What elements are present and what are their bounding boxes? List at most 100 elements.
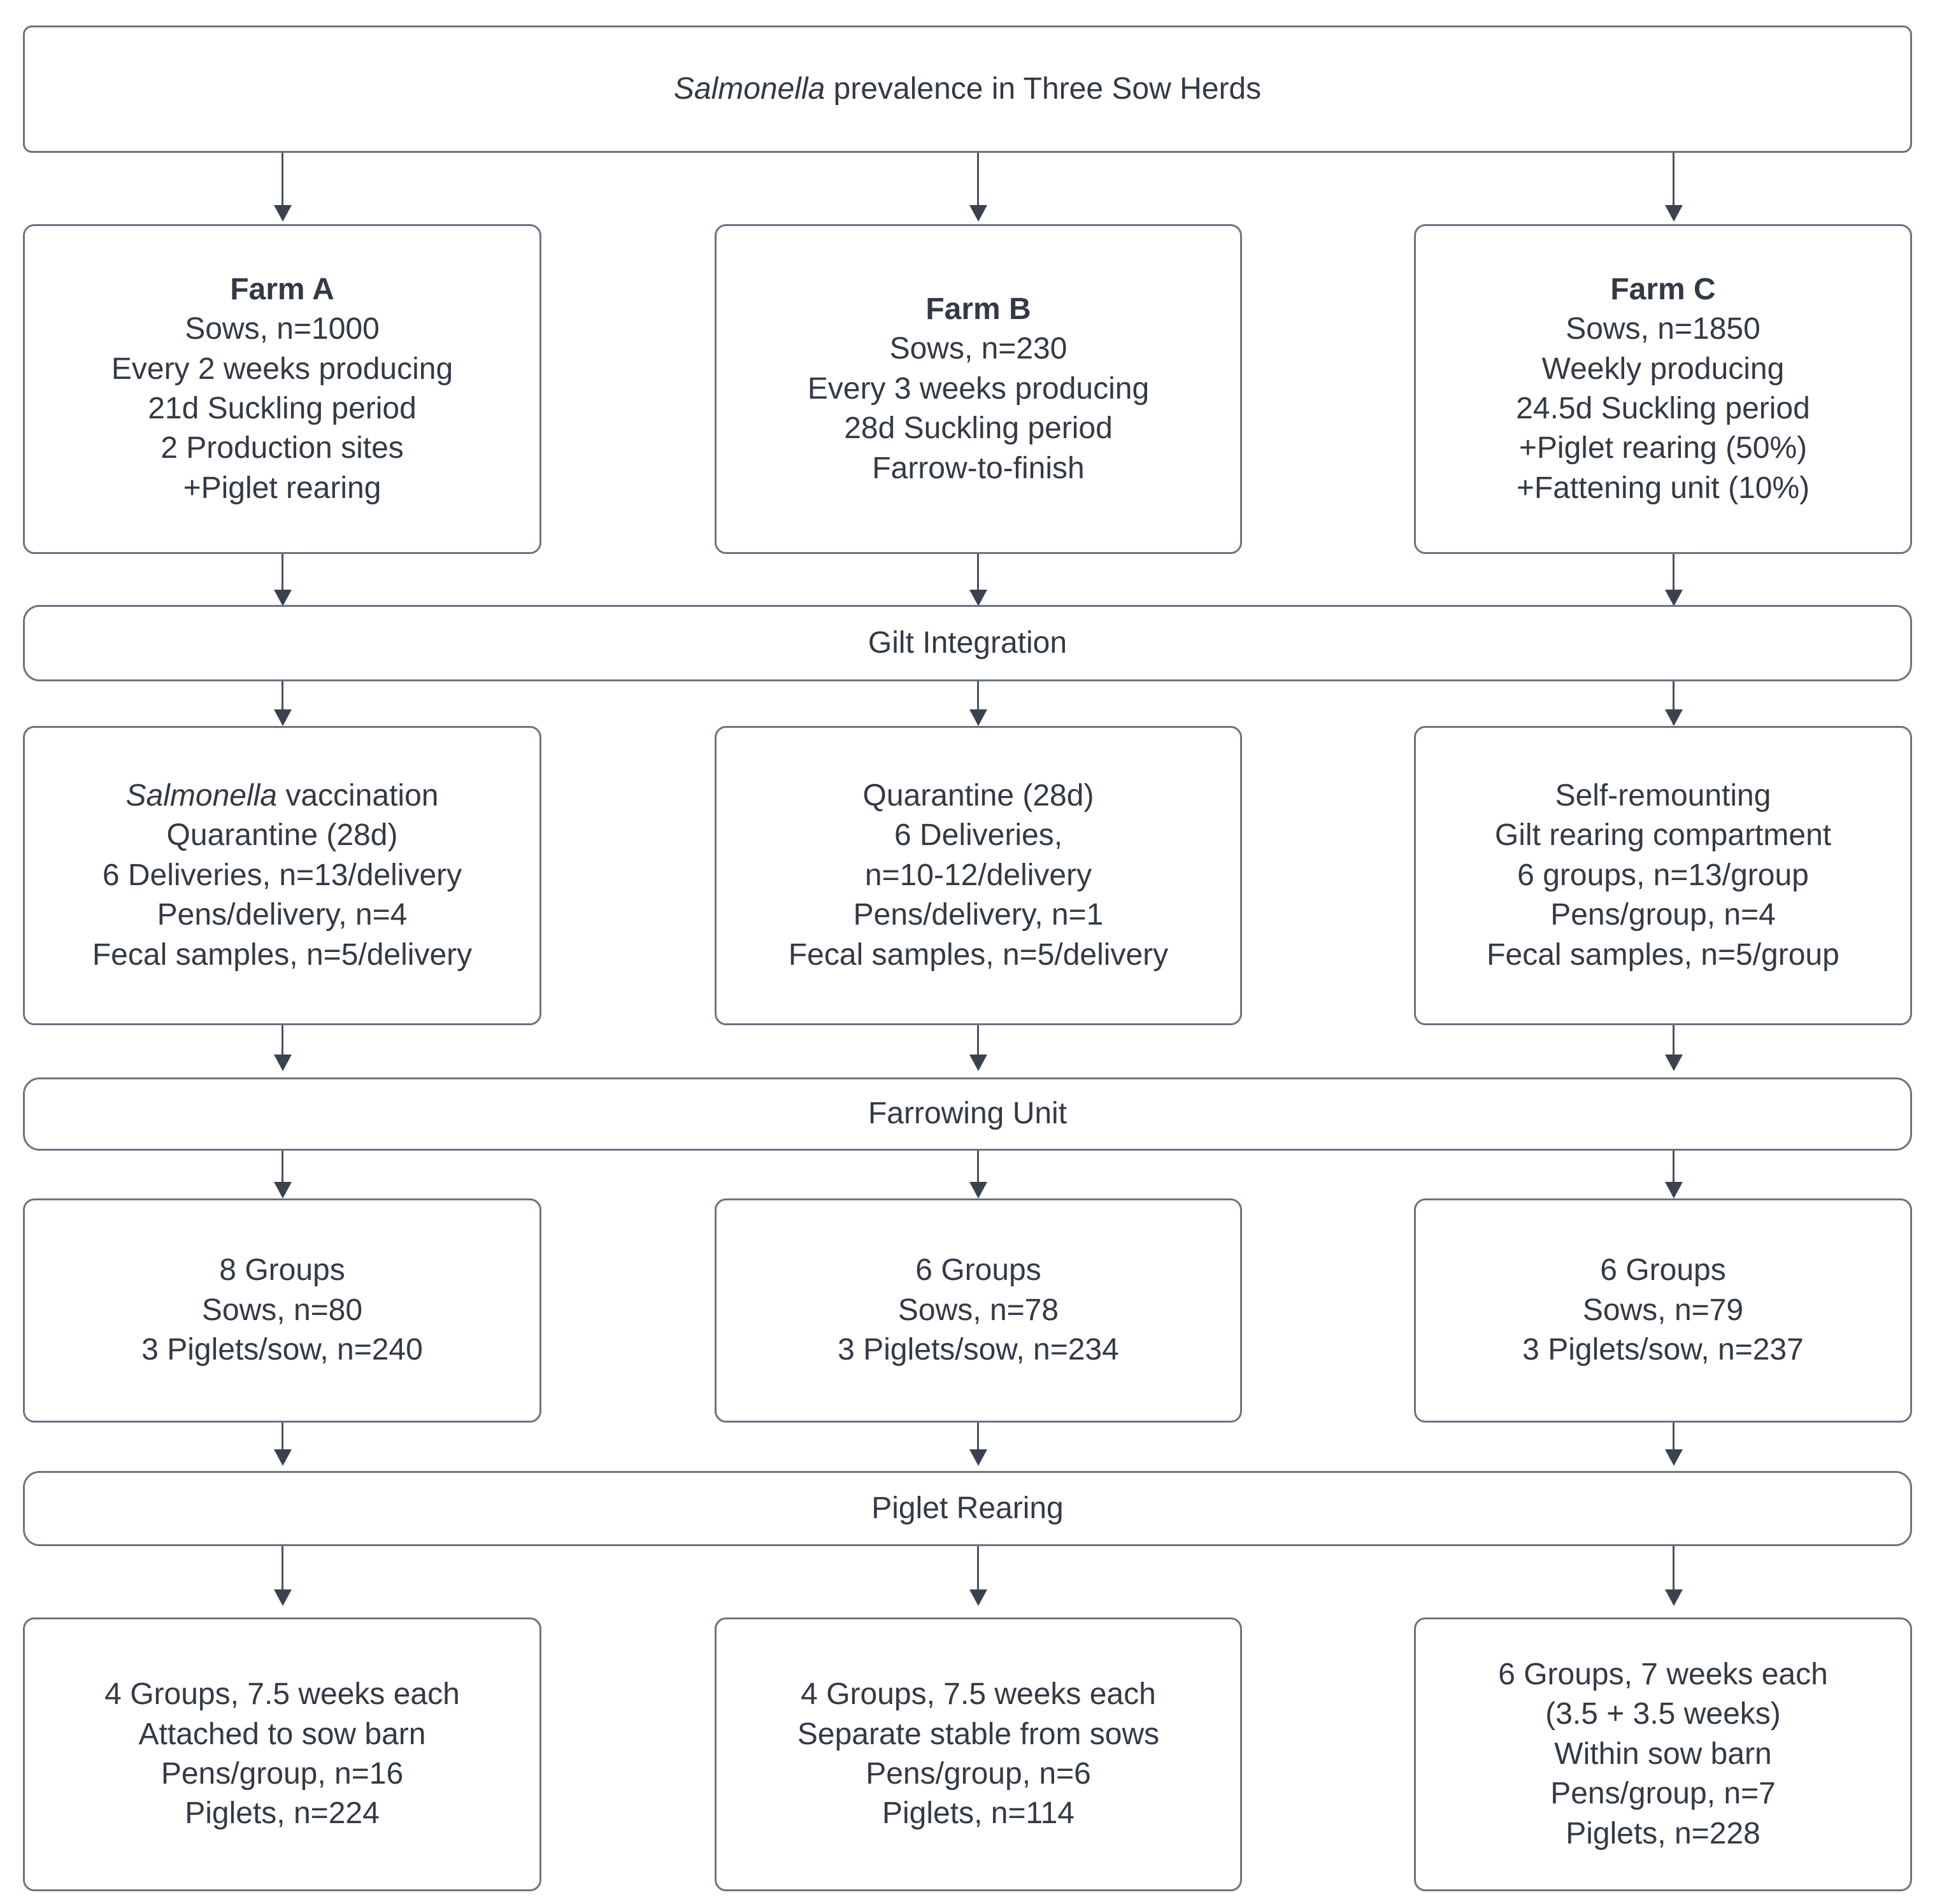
arrowhead-gilt-b-to-farrowing-band bbox=[969, 1055, 987, 1071]
farrow-a-line-2: Sows, n=80 bbox=[201, 1293, 363, 1327]
farm-a-line-2: Every 2 weeks producing bbox=[111, 352, 453, 386]
gilt-a-line-1: Salmonella vaccination bbox=[126, 776, 439, 816]
connector-gilt-band-to-gilt-b bbox=[977, 681, 979, 725]
connector-farrowing-band-to-farrow-b bbox=[977, 1151, 979, 1197]
connector-farm-c-to-gilt-band bbox=[1673, 554, 1674, 602]
gilt-a-line-2: Quarantine (28d) bbox=[166, 818, 398, 853]
rear-b-line-3: Pens/group, n=6 bbox=[866, 1757, 1091, 1791]
rear-a-line-4: Piglets, n=224 bbox=[185, 1796, 380, 1831]
rear-b-line-1: 4 Groups, 7.5 weeks each bbox=[801, 1677, 1156, 1712]
rear-b-box: 4 Groups, 7.5 weeks each Separate stable… bbox=[715, 1617, 1242, 1891]
connector-gilt-band-to-gilt-c bbox=[1673, 681, 1674, 725]
farm-b-line-1: Sows, n=230 bbox=[889, 332, 1067, 366]
gilt-integration-label: Gilt Integration bbox=[868, 625, 1067, 660]
page-title: Salmonella prevalence in Three Sow Herds bbox=[674, 69, 1261, 109]
connector-farrow-b-to-rearing-band bbox=[977, 1423, 979, 1463]
arrowhead-rearing-band-to-rear-b bbox=[969, 1589, 987, 1606]
connector-rearing-band-to-rear-b bbox=[977, 1546, 979, 1603]
farrow-b-line-1: 6 Groups bbox=[915, 1253, 1041, 1288]
arrowhead-farrow-a-to-rearing-band bbox=[274, 1449, 292, 1466]
gilt-b-line-4: Pens/delivery, n=1 bbox=[853, 898, 1104, 932]
title-italic-term: Salmonella bbox=[673, 71, 825, 106]
farrow-c-line-3: 3 Piglets/sow, n=237 bbox=[1522, 1333, 1804, 1367]
gilt-a-line-4: Pens/delivery, n=4 bbox=[157, 898, 408, 932]
gilt-b-line-2: 6 Deliveries, bbox=[894, 818, 1063, 853]
farm-c-line-2: Weekly producing bbox=[1541, 352, 1785, 386]
connector-gilt-c-to-farrowing-band bbox=[1673, 1025, 1674, 1069]
farm-b-line-3: 28d Suckling period bbox=[844, 411, 1113, 446]
piglet-rearing-band: Piglet Rearing bbox=[23, 1471, 1912, 1546]
farm-a-line-3: 21d Suckling period bbox=[148, 392, 417, 425]
gilt-c-line-1: Self-remounting bbox=[1555, 779, 1771, 813]
farrow-a-line-1: 8 Groups bbox=[219, 1253, 345, 1288]
rear-c-box: 6 Groups, 7 weeks each (3.5 + 3.5 weeks)… bbox=[1414, 1617, 1912, 1891]
arrowhead-rearing-band-to-rear-c bbox=[1665, 1589, 1683, 1606]
connector-title-to-farm-a bbox=[282, 153, 283, 207]
connector-gilt-band-to-gilt-a bbox=[282, 681, 283, 725]
arrowhead-farrowing-band-to-farrow-c bbox=[1665, 1182, 1683, 1198]
arrowhead-gilt-c-to-farrowing-band bbox=[1665, 1055, 1683, 1071]
arrowhead-gilt-a-to-farrowing-band bbox=[274, 1055, 292, 1071]
connector-farm-a-to-gilt-band bbox=[282, 554, 283, 602]
rear-a-line-2: Attached to sow barn bbox=[138, 1717, 426, 1751]
arrowhead-gilt-band-to-gilt-c bbox=[1665, 709, 1683, 726]
rear-a-box: 4 Groups, 7.5 weeks each Attached to sow… bbox=[23, 1617, 541, 1891]
gilt-b-line-5: Fecal samples, n=5/delivery bbox=[788, 937, 1169, 972]
title-rest: prevalence in Three Sow Herds bbox=[825, 71, 1262, 106]
farm-a-box: Farm A Sows, n=1000 Every 2 weeks produc… bbox=[23, 224, 541, 554]
farrowing-unit-label: Farrowing Unit bbox=[868, 1097, 1067, 1131]
arrowhead-farm-b-to-gilt-band bbox=[969, 590, 987, 606]
farm-c-header: Farm C bbox=[1610, 272, 1716, 306]
rear-c-line-1: 6 Groups, 7 weeks each bbox=[1498, 1658, 1828, 1692]
piglet-rearing-label: Piglet Rearing bbox=[871, 1491, 1064, 1525]
gilt-a-italic-term: Salmonella bbox=[125, 779, 277, 813]
farm-c-line-4: +Piglet rearing (50%) bbox=[1518, 431, 1808, 465]
gilt-b-line-1: Quarantine (28d) bbox=[862, 779, 1094, 813]
farrowing-unit-band: Farrowing Unit bbox=[23, 1077, 1912, 1151]
rear-c-line-2: (3.5 + 3.5 weeks) bbox=[1545, 1697, 1781, 1731]
arrowhead-farm-c-to-gilt-band bbox=[1665, 590, 1683, 606]
connector-gilt-b-to-farrowing-band bbox=[977, 1025, 979, 1069]
rear-a-line-3: Pens/group, n=16 bbox=[161, 1757, 404, 1791]
arrowhead-title-to-farm-a bbox=[274, 205, 292, 222]
connector-rearing-band-to-rear-c bbox=[1673, 1546, 1674, 1603]
gilt-c-line-2: Gilt rearing compartment bbox=[1494, 818, 1832, 853]
farm-a-line-1: Sows, n=1000 bbox=[185, 312, 380, 346]
farm-a-line-4: 2 Production sites bbox=[161, 431, 404, 465]
diagram-title-box: Salmonella prevalence in Three Sow Herds bbox=[23, 25, 1912, 153]
gilt-integration-band: Gilt Integration bbox=[23, 605, 1912, 681]
rear-b-line-2: Separate stable from sows bbox=[797, 1717, 1160, 1751]
gilt-a-line-1-rest: vaccination bbox=[276, 779, 439, 813]
farm-c-line-1: Sows, n=1850 bbox=[1566, 312, 1760, 346]
arrowhead-rearing-band-to-rear-a bbox=[274, 1589, 292, 1606]
gilt-b-box: Quarantine (28d) 6 Deliveries, n=10-12/d… bbox=[715, 726, 1242, 1025]
arrowhead-farrowing-band-to-farrow-a bbox=[274, 1182, 292, 1198]
connector-farm-b-to-gilt-band bbox=[977, 554, 979, 602]
connector-farrowing-band-to-farrow-c bbox=[1673, 1151, 1674, 1197]
farm-b-line-2: Every 3 weeks producing bbox=[807, 371, 1150, 406]
gilt-c-line-4: Pens/group, n=4 bbox=[1550, 898, 1776, 932]
gilt-a-line-5: Fecal samples, n=5/delivery bbox=[92, 937, 473, 972]
rear-b-line-4: Piglets, n=114 bbox=[882, 1796, 1075, 1831]
arrowhead-title-to-farm-c bbox=[1665, 205, 1683, 222]
farrow-a-box: 8 Groups Sows, n=80 3 Piglets/sow, n=240 bbox=[23, 1198, 541, 1423]
rear-c-line-5: Piglets, n=228 bbox=[1566, 1816, 1760, 1851]
gilt-c-line-3: 6 groups, n=13/group bbox=[1517, 858, 1809, 892]
rear-c-line-4: Pens/group, n=7 bbox=[1550, 1777, 1776, 1811]
arrowhead-farrowing-band-to-farrow-b bbox=[969, 1182, 987, 1198]
arrowhead-gilt-band-to-gilt-a bbox=[274, 709, 292, 726]
farm-b-line-4: Farrow-to-finish bbox=[872, 451, 1085, 485]
farrow-b-line-3: 3 Piglets/sow, n=234 bbox=[838, 1333, 1119, 1367]
arrowhead-gilt-band-to-gilt-b bbox=[969, 709, 987, 726]
farm-c-box: Farm C Sows, n=1850 Weekly producing 24.… bbox=[1414, 224, 1912, 554]
arrowhead-farrow-c-to-rearing-band bbox=[1665, 1449, 1683, 1466]
farrow-c-line-2: Sows, n=79 bbox=[1582, 1293, 1744, 1327]
rear-c-line-3: Within sow barn bbox=[1554, 1737, 1772, 1771]
connector-gilt-a-to-farrowing-band bbox=[282, 1025, 283, 1069]
farrow-c-line-1: 6 Groups bbox=[1600, 1253, 1726, 1288]
farm-c-line-3: 24.5d Suckling period bbox=[1516, 392, 1810, 425]
connector-farrowing-band-to-farrow-a bbox=[282, 1151, 283, 1197]
arrowhead-farm-a-to-gilt-band bbox=[274, 590, 292, 606]
gilt-c-line-5: Fecal samples, n=5/group bbox=[1487, 937, 1839, 972]
